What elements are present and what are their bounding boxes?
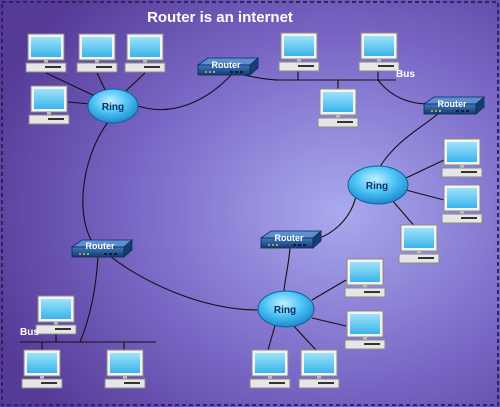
computer-icon — [28, 85, 70, 125]
computer-icon — [317, 88, 359, 128]
ring-top-left: Ring — [87, 88, 139, 124]
bus-label: Bus — [20, 327, 39, 338]
computer-icon — [76, 33, 118, 73]
computer-icon — [298, 349, 340, 389]
ring-label: Ring — [102, 102, 124, 113]
ring-label: Ring — [274, 305, 296, 316]
diagram-title: Router is an internet — [147, 9, 293, 26]
router-middle: Router — [260, 230, 322, 249]
ring-label: Ring — [366, 181, 388, 192]
computer-icon — [35, 295, 77, 335]
computer-icon — [441, 184, 483, 224]
router-right: Router — [423, 96, 485, 115]
router-label: Router — [275, 233, 304, 243]
ring-hub-icon — [87, 88, 139, 124]
network-links — [20, 70, 445, 351]
ring-hub-icon — [347, 165, 409, 205]
computer-icon — [344, 258, 386, 298]
computer-icon — [344, 310, 386, 350]
computer-icon — [21, 349, 63, 389]
computer-icon — [249, 349, 291, 389]
router-top: Router — [197, 57, 259, 76]
ring-bottom: Ring — [257, 290, 315, 328]
ring-hub-icon — [257, 290, 315, 328]
computer-icon — [104, 349, 146, 389]
bus-label: Bus — [396, 69, 415, 80]
computer-icon — [25, 33, 67, 73]
computer-icon — [398, 224, 440, 264]
ring-right: Ring — [347, 165, 409, 205]
router-label: Router — [438, 99, 467, 109]
router-left: Router — [71, 239, 133, 258]
computer-icon — [441, 138, 483, 178]
router-label: Router — [212, 60, 241, 70]
computer-icon — [278, 32, 320, 72]
computer-icon — [358, 32, 400, 72]
router-label: Router — [86, 241, 115, 251]
computer-icon — [124, 33, 166, 73]
